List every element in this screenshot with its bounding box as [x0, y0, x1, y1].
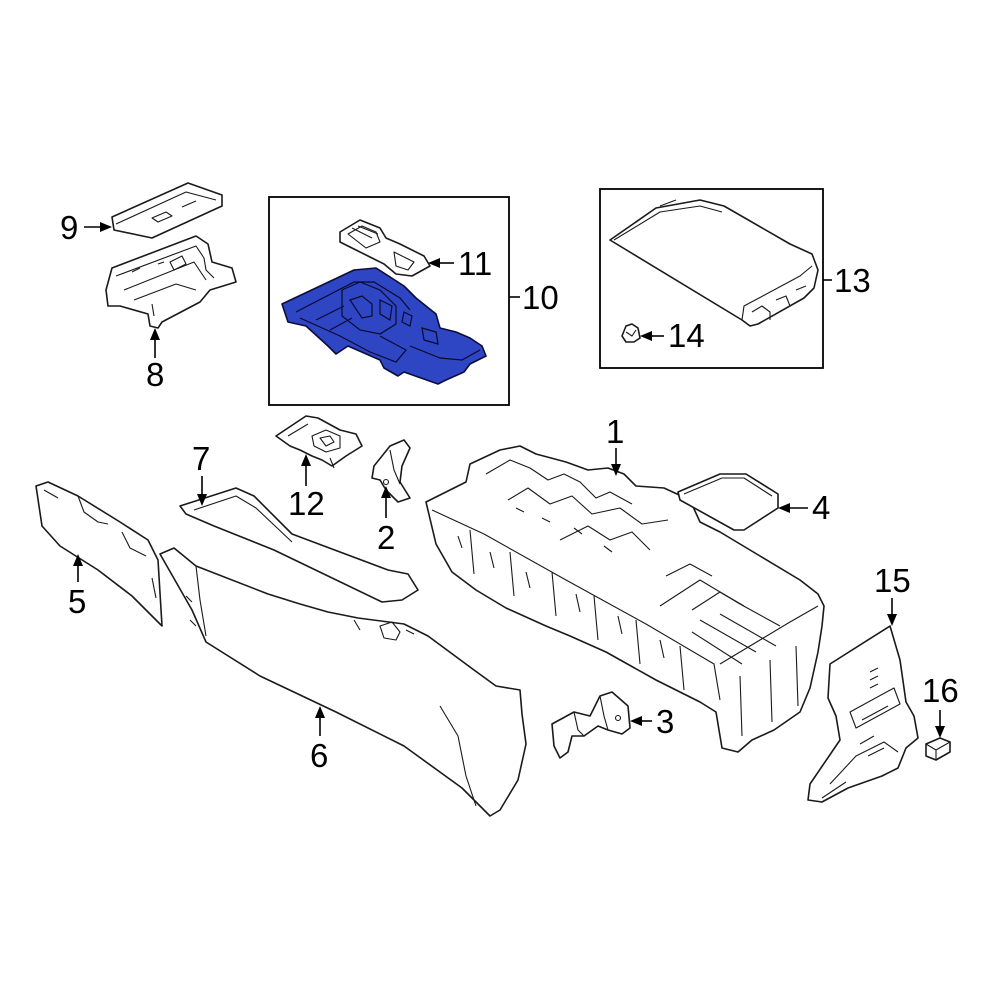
- part-2-bracket[interactable]: [371, 439, 411, 503]
- part-14-clip[interactable]: [621, 323, 641, 343]
- callout-5: 5: [68, 583, 86, 620]
- part-1-console-base[interactable]: [425, 445, 825, 753]
- part-11-console-mat[interactable]: [339, 219, 431, 277]
- part-10-console-top-panel[interactable]: [281, 267, 487, 385]
- callout-4: 4: [812, 489, 830, 526]
- part-5-side-panel[interactable]: [35, 481, 163, 627]
- arrow-4: [778, 503, 790, 513]
- part-8-storage-bin[interactable]: [105, 235, 237, 329]
- arrow-15: [887, 614, 897, 626]
- part-9-tray-lid[interactable]: [111, 182, 223, 239]
- part-6-large-side-panel[interactable]: [159, 547, 527, 817]
- part-3-bracket[interactable]: [551, 691, 631, 759]
- arrow-9: [100, 222, 112, 232]
- callout-10: 10: [522, 279, 559, 316]
- callout-2: 2: [377, 519, 395, 556]
- callout-12: 12: [288, 485, 325, 522]
- callout-11: 11: [458, 245, 492, 282]
- part-15-rear-trim-panel[interactable]: [807, 625, 919, 803]
- callout-6: 6: [310, 737, 328, 774]
- group-box-10: [268, 196, 510, 406]
- arrow-11: [428, 258, 440, 268]
- arrow-2: [381, 486, 391, 498]
- callout-9: 9: [60, 209, 78, 246]
- callout-8: 8: [146, 356, 164, 393]
- part-12-cupholder-bracket[interactable]: [275, 415, 363, 469]
- arrow-5: [73, 554, 83, 566]
- group-box-13: [599, 188, 824, 369]
- callout-16: 16: [922, 672, 959, 709]
- callout-13: 13: [834, 262, 871, 299]
- arrow-16: [935, 726, 945, 738]
- callout-15: 15: [874, 562, 911, 599]
- callout-3: 3: [656, 703, 674, 740]
- arrow-8: [150, 328, 160, 340]
- arrow-7: [197, 494, 207, 506]
- arrow-1: [611, 464, 621, 476]
- arrow-14: [640, 331, 652, 341]
- callout-7: 7: [192, 440, 210, 477]
- part-16-clip[interactable]: [925, 737, 951, 761]
- callout-1: 1: [606, 413, 624, 450]
- callout-14: 14: [668, 317, 705, 354]
- arrow-6: [315, 706, 325, 718]
- part-7-trim-panel[interactable]: [179, 487, 419, 603]
- arrow-12: [301, 454, 311, 466]
- part-13-armrest-lid[interactable]: [609, 199, 819, 327]
- arrow-3: [630, 716, 642, 726]
